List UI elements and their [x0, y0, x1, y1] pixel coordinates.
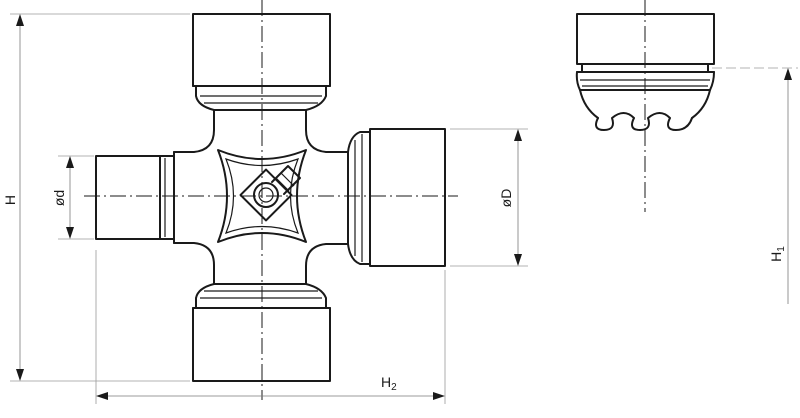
dimension-H2 [95, 250, 446, 404]
label-H1: H1 [768, 246, 787, 262]
side-detail-view [575, 0, 715, 212]
central-diamond [217, 149, 307, 243]
left-trunnion [95, 151, 175, 244]
dimension-H1 [712, 67, 798, 304]
label-H2: H2 [381, 374, 397, 393]
grease-nipple [239, 165, 301, 222]
label-H: H [2, 195, 18, 205]
cross-front-view [84, 0, 458, 400]
label-d: ød [51, 190, 67, 206]
cross-body [173, 109, 349, 285]
dimension-D [450, 128, 528, 267]
dimension-H [10, 13, 190, 382]
right-bearing-cup [347, 128, 446, 267]
label-D: øD [498, 189, 514, 208]
dimension-d [58, 155, 94, 240]
